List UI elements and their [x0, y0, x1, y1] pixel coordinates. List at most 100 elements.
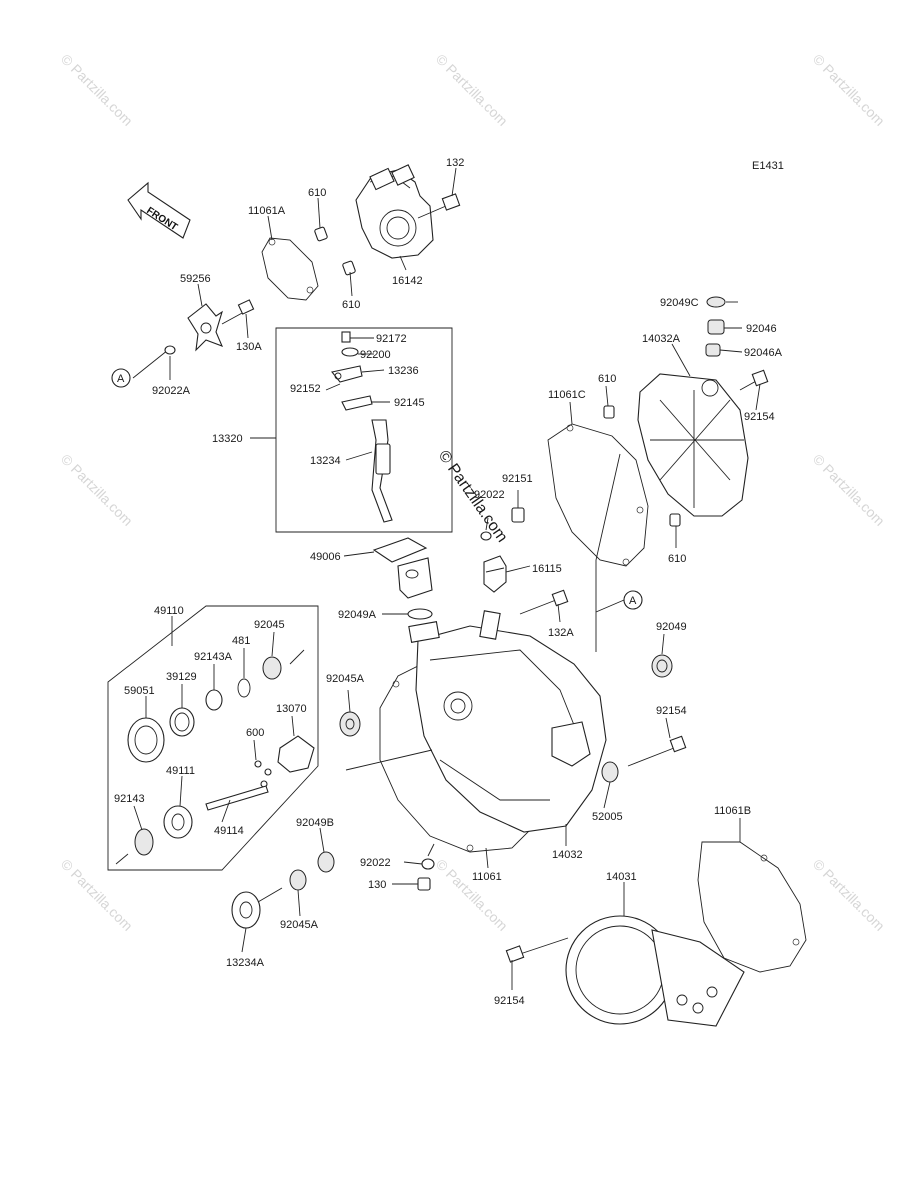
label-92154-r: 92154: [744, 411, 775, 423]
watermark-3: © Partzilla.com: [810, 51, 888, 129]
bearing-92045: [262, 649, 305, 680]
label-92045A-b: 92045A: [280, 919, 319, 931]
label-610-b: 610: [342, 299, 360, 311]
callout-a-left: A: [111, 368, 131, 388]
label-610-top: 610: [308, 187, 326, 199]
label-39129: 39129: [166, 671, 197, 683]
label-49110: 49110: [154, 605, 184, 617]
label-49111: 49111: [166, 765, 195, 777]
gear-49111: [163, 805, 193, 839]
gasket-11061A: [261, 237, 319, 301]
front-arrow-icon: FRONT: [127, 181, 191, 239]
label-49114: 49114: [214, 825, 244, 837]
label-11061A: 11061A: [248, 205, 286, 217]
label-92022A: 92022A: [152, 385, 191, 397]
gasket-11061C: [547, 423, 649, 567]
label-92049B: 92049B: [296, 817, 334, 829]
label-92143: 92143: [114, 793, 145, 805]
label-92152: 92152: [290, 383, 321, 395]
washer-92022-low: [421, 858, 435, 870]
bolt-92151: [511, 507, 525, 523]
water-pump-assembly-box: [107, 605, 319, 871]
label-92145: 92145: [394, 397, 425, 409]
spring-39129: [169, 707, 195, 737]
seal-92143: [115, 828, 154, 865]
washer-92022-mid: [480, 531, 492, 541]
label-52005: 52005: [592, 811, 623, 823]
label-92143A: 92143A: [194, 651, 233, 663]
label-610-r2: 610: [668, 553, 686, 565]
bushing-92046: [707, 319, 725, 335]
label-92151: 92151: [502, 473, 533, 485]
label-13234: 13234: [310, 455, 341, 467]
label-132: 132: [446, 157, 464, 169]
label-11061C: 11061C: [548, 389, 586, 401]
label-92154-b: 92154: [494, 995, 525, 1007]
impeller-59256: [187, 303, 224, 352]
balls-600: [254, 760, 272, 788]
clutch-cover-14032A: [637, 373, 749, 517]
bolt-130A: [221, 299, 255, 325]
gear-59051: [127, 717, 165, 763]
callout-a-right: A: [595, 590, 643, 613]
bolt-92154-b: [505, 937, 569, 963]
gear-13234A: [231, 887, 283, 929]
washer-92143A: [205, 689, 223, 711]
watermark-2: © Partzilla.com: [433, 51, 511, 129]
callout-a-right-label: A: [629, 595, 637, 607]
label-130A: 130A: [236, 341, 262, 353]
bearing-92049B: [317, 851, 335, 873]
label-92049C: 92049C: [660, 297, 699, 309]
part-labels: 132 610 11061A 16142 610 59256 130A 9202…: [114, 157, 783, 1007]
label-14032A: 14032A: [642, 333, 681, 345]
bolt-92154-r: [739, 369, 769, 391]
dowel-610-r2: [669, 513, 681, 527]
oil-seal-92049: [651, 654, 673, 678]
label-13320: 13320: [212, 433, 243, 445]
label-92022-mid: 92022: [474, 489, 505, 501]
label-16142: 16142: [392, 275, 423, 287]
tach-shaft-assembly-box: [250, 327, 453, 533]
label-14032: 14032: [552, 849, 583, 861]
label-92049: 92049: [656, 621, 687, 633]
watermark-7: © Partzilla.com: [433, 856, 511, 934]
label-92022-low: 92022: [360, 857, 391, 869]
watermark-1: © Partzilla.com: [58, 51, 136, 129]
label-92046: 92046: [746, 323, 777, 335]
oil-seal-92049C: [706, 296, 726, 308]
label-13070: 13070: [276, 703, 307, 715]
label-92200: 92200: [360, 349, 391, 361]
label-132A: 132A: [548, 627, 574, 639]
oring-92049A: [407, 608, 433, 620]
crankcase-cover-14032: [408, 610, 607, 833]
label-92154-m: 92154: [656, 705, 687, 717]
label-481: 481: [232, 635, 250, 647]
dowel-pins-610: [314, 226, 356, 276]
washer-92022A: [132, 345, 176, 379]
label-59051: 59051: [124, 685, 155, 697]
watermark-4: © Partzilla.com: [58, 451, 136, 529]
label-59256: 59256: [180, 273, 211, 285]
label-16115: 16115: [532, 563, 562, 575]
bearing-92045A-b: [289, 869, 307, 891]
label-610-r1: 610: [598, 373, 616, 385]
bushing-92046A: [705, 343, 721, 357]
label-14031: 14031: [606, 871, 637, 883]
tach-shaft-parts: [331, 331, 393, 523]
label-11061B: 11061B: [714, 805, 751, 817]
gasket-11061B: [697, 841, 807, 973]
dowel-610-r1: [603, 405, 615, 419]
label-11061: 11061: [472, 871, 502, 883]
label-92045: 92045: [254, 619, 285, 631]
label-600: 600: [246, 727, 264, 739]
leader-lines: [133, 167, 761, 990]
label-92046A: 92046A: [744, 347, 783, 359]
shaft-49114: [205, 785, 269, 811]
seal-52005: [601, 761, 619, 783]
watermark-6: © Partzilla.com: [58, 856, 136, 934]
filler-cap-16115: [483, 555, 507, 593]
watermark-5: © Partzilla.com: [810, 451, 888, 529]
callout-a-left-label: A: [117, 373, 125, 385]
magneto-cover-14031: [565, 915, 745, 1027]
